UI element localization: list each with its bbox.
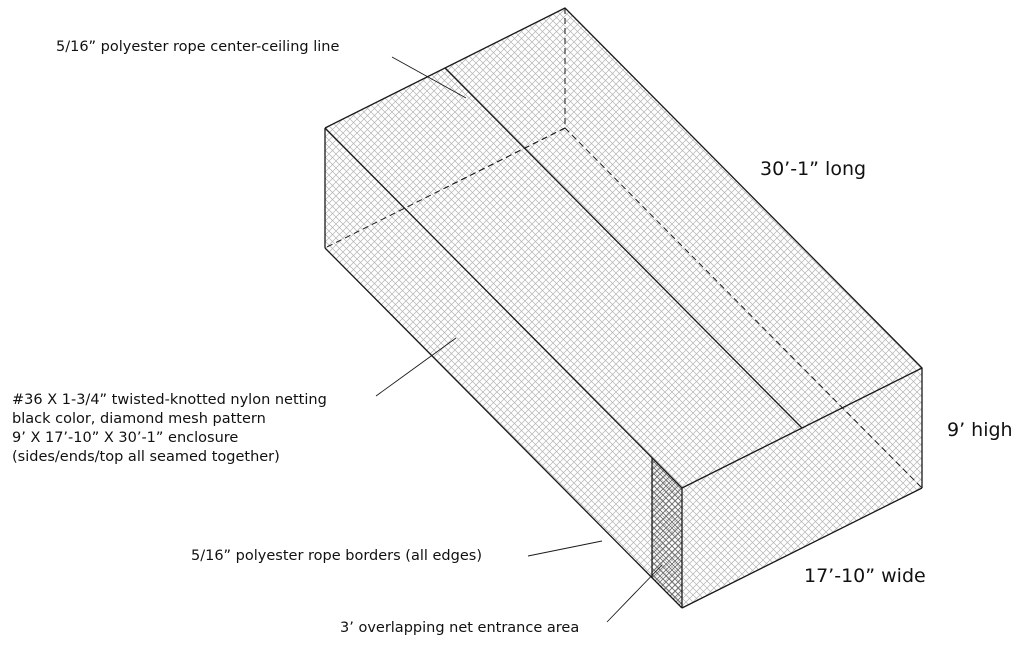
width-dimension-label: 17’-10” wide bbox=[804, 565, 926, 587]
rope-border-edges bbox=[324, 7, 923, 609]
netting-spec-line-4: (sides/ends/top all seamed together) bbox=[12, 449, 280, 465]
rope-borders-label: 5/16” polyester rope borders (all edges) bbox=[191, 548, 482, 564]
netting-spec-line-1: #36 X 1-3/4” twisted-knotted nylon netti… bbox=[12, 392, 327, 408]
entrance-area-label: 3’ overlapping net entrance area bbox=[340, 620, 580, 636]
entrance-overlap-netting bbox=[652, 458, 682, 608]
netting-spec-line-2: black color, diamond mesh pattern bbox=[12, 411, 266, 427]
leader-lines bbox=[375, 56, 663, 623]
left-side-netting-face bbox=[325, 128, 682, 608]
netting-spec-label: #36 X 1-3/4” twisted-knotted nylon netti… bbox=[12, 391, 327, 467]
center-ceiling-rope-line bbox=[444, 67, 803, 429]
netting-spec-line-3: 9’ X 17’-10” X 30’-1” enclosure bbox=[12, 430, 239, 446]
ceiling-line-label: 5/16” polyester rope center-ceiling line bbox=[56, 39, 340, 55]
length-dimension-label: 30’-1” long bbox=[760, 158, 867, 180]
height-dimension-label: 9’ high bbox=[947, 419, 1013, 441]
